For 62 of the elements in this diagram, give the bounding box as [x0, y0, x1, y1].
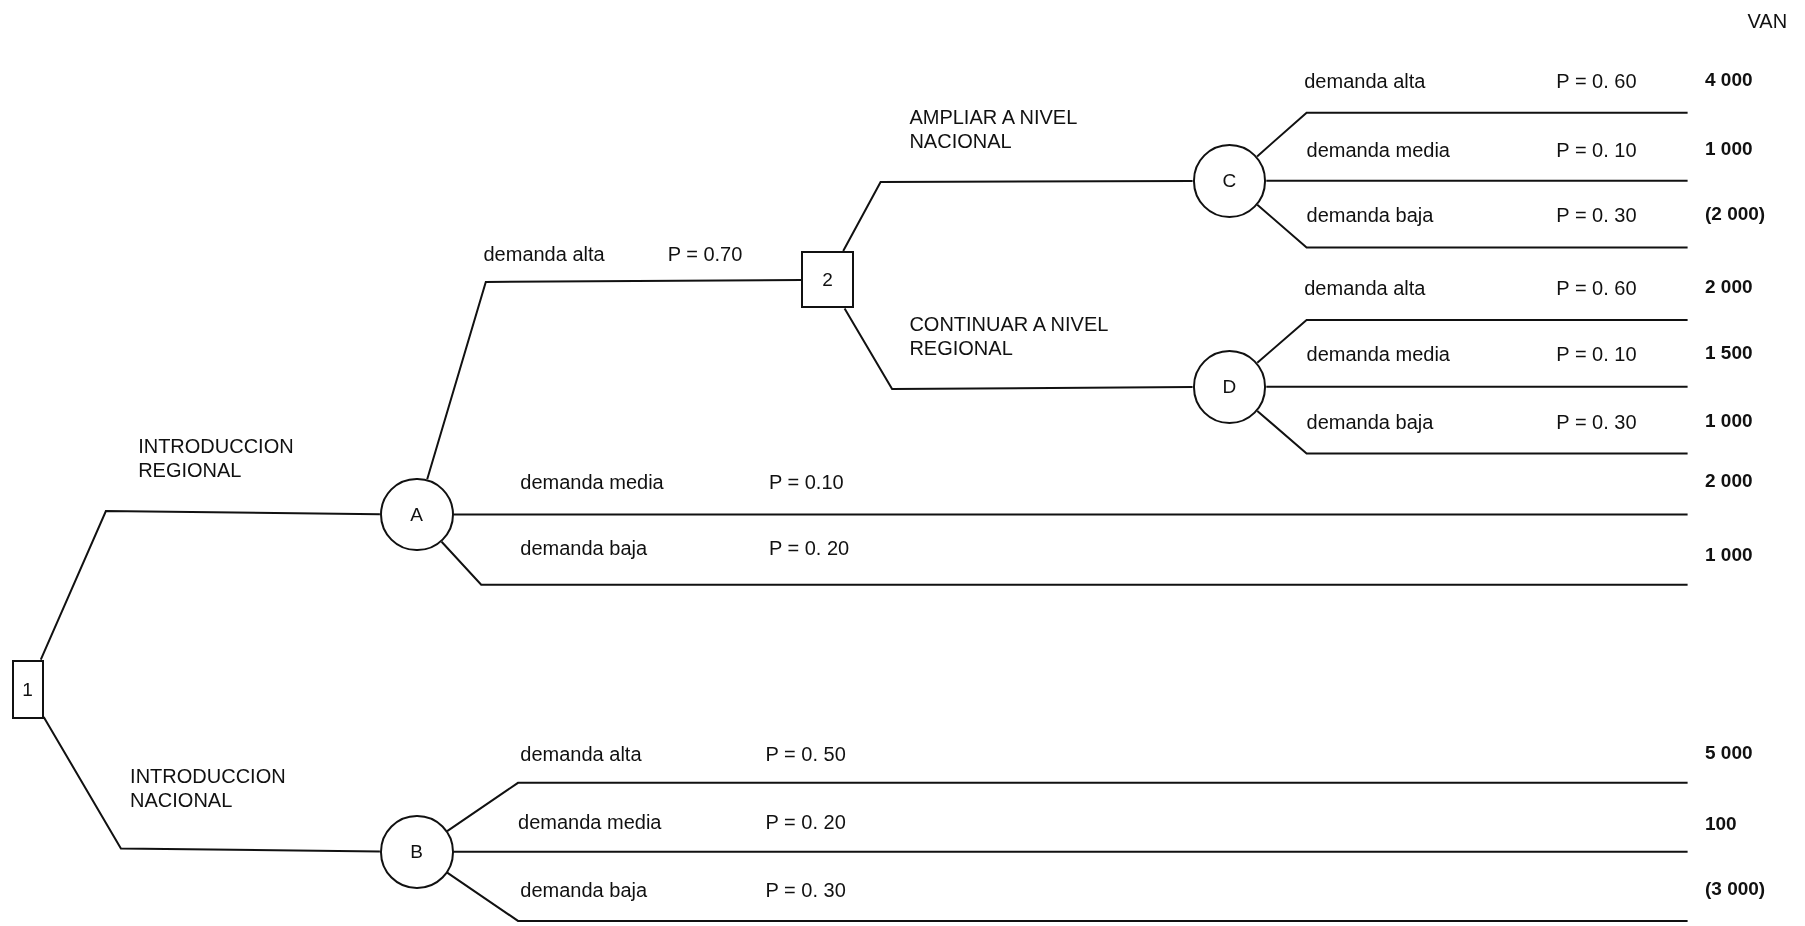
payoff-value: 1 000 [1682, 544, 1787, 594]
probability-label: P = 0. 20 [768, 536, 850, 561]
branch-line [452, 513, 1689, 516]
edge-label: INTRODUCCION NACIONAL [130, 764, 287, 813]
payoff-value: 2 000 [1682, 469, 1787, 525]
edge-label: demanda alta [1304, 276, 1426, 301]
branch-line [843, 307, 1194, 391]
edge-label: demanda baja [1306, 202, 1434, 227]
decision-box: 1 [11, 659, 44, 720]
branch-line [1265, 385, 1689, 388]
payoff-value: 1 000 [1682, 409, 1787, 463]
branch-line [39, 510, 381, 661]
payoff-value: 2 000 [1682, 276, 1787, 330]
edge-label: demanda baja [520, 536, 648, 561]
payoff-value: 1 500 [1682, 341, 1787, 396]
decision-box: 2 [801, 250, 855, 309]
edge-label: demanda baja [520, 878, 648, 903]
branch-line [42, 716, 381, 853]
chance-circle: C [1192, 143, 1267, 218]
probability-label: P = 0.70 [667, 241, 743, 266]
edge-label: demanda baja [1306, 409, 1434, 434]
branch-line [1256, 319, 1689, 364]
payoff-value: 4 000 [1682, 69, 1787, 122]
edge-label: demanda media [1306, 341, 1450, 366]
probability-label: P = 0.10 [768, 469, 844, 494]
probability-label: P = 0. 20 [765, 810, 846, 835]
branch-line [452, 850, 1689, 853]
probability-label: P = 0. 60 [1556, 69, 1637, 94]
branch-line [842, 179, 1194, 252]
probability-label: P = 0. 30 [1556, 409, 1637, 434]
probability-label: P = 0. 30 [1556, 202, 1637, 227]
edge-label: INTRODUCCION REGIONAL [138, 433, 295, 482]
column-heading: VAN [1747, 9, 1788, 34]
probability-label: P = 0. 10 [1556, 138, 1637, 163]
branch-line [1256, 111, 1689, 158]
probability-label: P = 0. 10 [1556, 341, 1637, 366]
branch-line [440, 540, 1689, 586]
probability-label: P = 0. 30 [765, 878, 846, 903]
probability-label: P = 0. 60 [1556, 276, 1637, 301]
branch-line [446, 781, 1689, 833]
payoff-value: 100 [1682, 812, 1787, 863]
payoff-value: 1 000 [1682, 138, 1787, 192]
branch-line [1256, 409, 1689, 455]
edge-label: demanda alta [483, 241, 605, 266]
edge-label: AMPLIAR A NIVEL NACIONAL [909, 104, 1078, 153]
probability-label: P = 0. 50 [765, 742, 846, 767]
chance-circle: A [379, 477, 454, 552]
chance-circle: D [1192, 349, 1267, 424]
branch-line [426, 278, 803, 481]
edge-label: demanda media [518, 810, 662, 835]
branch-line [1265, 179, 1689, 182]
payoff-value: 5 000 [1682, 742, 1787, 792]
payoff-value: (2 000) [1682, 202, 1787, 257]
branch-line [446, 871, 1689, 922]
branch-line [1256, 203, 1689, 249]
edge-label: demanda media [520, 469, 664, 494]
chance-circle: B [379, 815, 454, 889]
edge-label: demanda alta [520, 742, 642, 767]
edge-label: CONTINUAR A NIVEL REGIONAL [909, 311, 1109, 360]
edge-label: demanda alta [1304, 69, 1426, 94]
edge-label: demanda media [1306, 138, 1450, 163]
payoff-value: (3 000) [1682, 878, 1787, 926]
